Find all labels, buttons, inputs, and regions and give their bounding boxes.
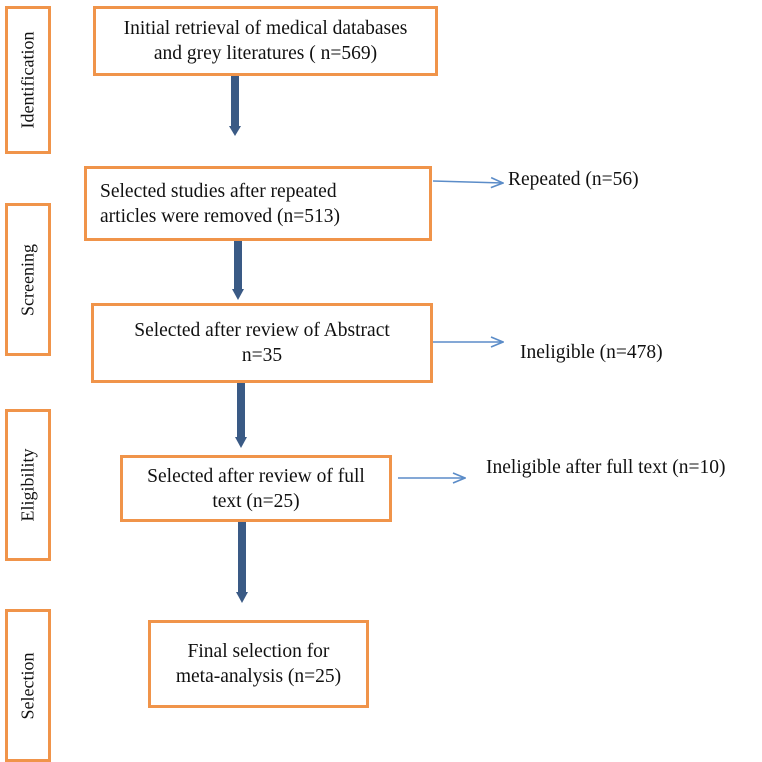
exclusion-repeated: Repeated (n=56) [508, 169, 639, 190]
stage-selection: Selection [5, 609, 51, 762]
box-after-fulltext-review: Selected after review of full text (n=25… [120, 455, 392, 522]
main-arrow-3 [235, 383, 247, 448]
stage-identification: Identification [5, 6, 51, 154]
box-initial-retrieval: Initial retrieval of medical databases a… [93, 6, 438, 76]
stage-screening: Screening [5, 203, 51, 356]
box-final-selection: Final selection for meta-analysis (n=25) [148, 620, 369, 708]
box-after-abstract-review-text: Selected after review of Abstract n=35 [134, 320, 390, 366]
box-final-selection-text: Final selection for meta-analysis (n=25) [175, 641, 342, 687]
box-after-fulltext-review-text: Selected after review of full text (n=25… [147, 465, 365, 512]
side-arrow-repeated [432, 181, 503, 183]
main-arrow-4 [236, 522, 248, 603]
box-after-abstract-review: Selected after review of Abstract n=35 [91, 303, 433, 383]
box-after-repeats-removed: Selected studies after repeated articles… [84, 166, 432, 241]
stage-eligibility: Eligibility [5, 409, 51, 561]
box-initial-retrieval-text: Initial retrieval of medical databases a… [123, 18, 408, 64]
main-arrow-1 [229, 76, 241, 136]
box-after-repeats-removed-text: Selected studies after repeated articles… [100, 180, 341, 227]
exclusion-ineligible-fulltext: Ineligible after full text (n=10) [486, 457, 726, 478]
exclusion-ineligible: Ineligible (n=478) [520, 342, 663, 363]
main-arrow-2 [232, 241, 244, 300]
